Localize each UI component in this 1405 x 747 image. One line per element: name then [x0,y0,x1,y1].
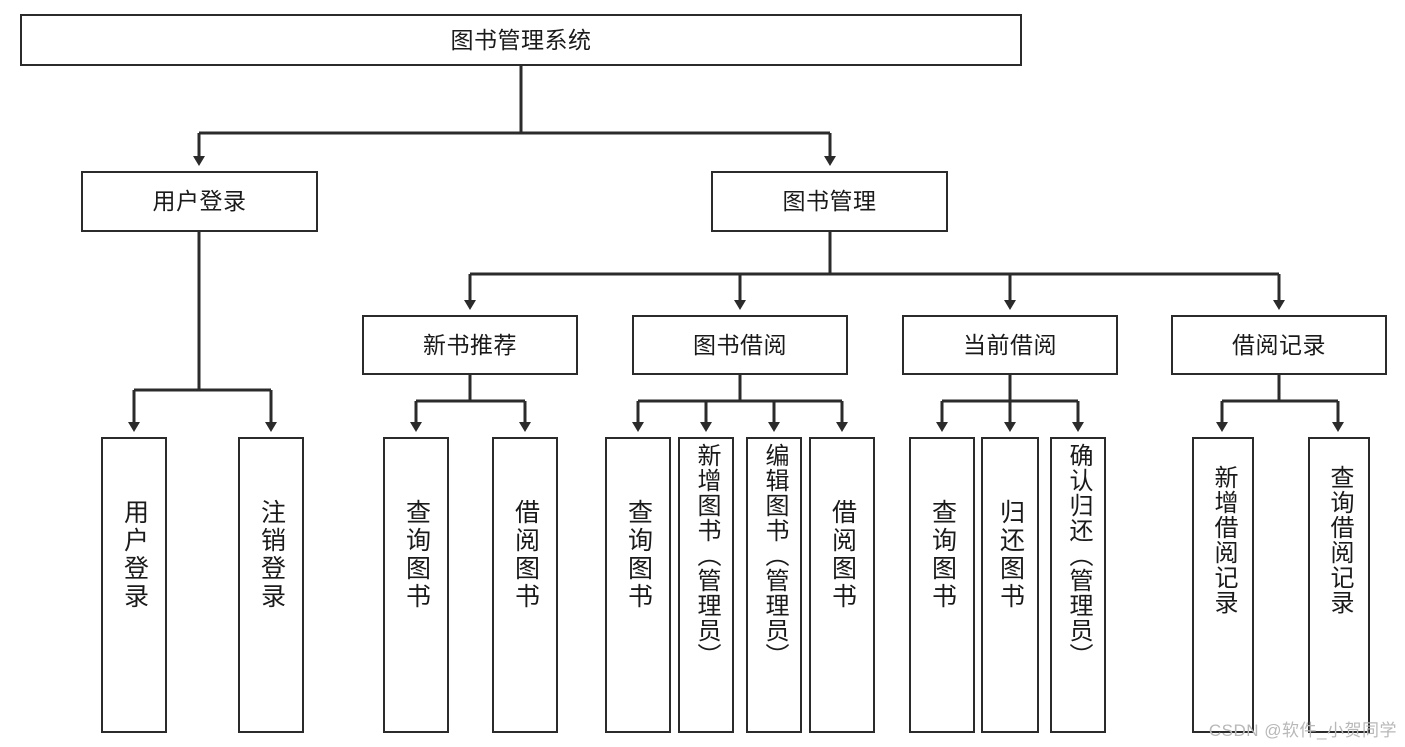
node-book-management[interactable]: 图书管理 [711,171,948,232]
node-label: 新增借阅记录 [1210,465,1237,615]
node-label: 查询图书 [928,499,957,611]
node-label: 图书借阅 [693,331,787,358]
node-label: 借阅图书 [828,499,857,611]
leaf-user-login-logout[interactable]: 注销登录 [238,437,304,733]
leaf-book-borrow-add-admin[interactable]: 新增图书（管理员） [678,437,734,733]
node-label: 查询图书 [624,499,653,611]
watermark: CSDN @软件_小贺同学 [1208,721,1397,740]
leaf-current-borrow-confirm-admin[interactable]: 确认归还（管理员） [1050,437,1106,733]
node-label: 编辑图书（管理员） [761,443,788,668]
node-label: 图书管理 [782,188,877,215]
node-book-borrow[interactable]: 图书借阅 [632,315,848,375]
leaf-borrow-record-query[interactable]: 查询借阅记录 [1308,437,1370,733]
node-new-book-recommend[interactable]: 新书推荐 [362,315,578,375]
node-label: 归还图书 [996,499,1025,611]
leaf-user-login-login[interactable]: 用户登录 [101,437,167,733]
node-label: 新书推荐 [423,331,517,358]
node-label: 新增图书（管理员） [693,443,720,668]
leaf-book-borrow-query[interactable]: 查询图书 [605,437,671,733]
node-label: 当前借阅 [963,331,1057,358]
leaf-new-book-borrow[interactable]: 借阅图书 [492,437,558,733]
node-user-login[interactable]: 用户登录 [81,171,318,232]
leaf-book-borrow-edit-admin[interactable]: 编辑图书（管理员） [746,437,802,733]
node-current-borrow[interactable]: 当前借阅 [902,315,1118,375]
node-label: 用户登录 [120,499,149,611]
leaf-current-borrow-query[interactable]: 查询图书 [909,437,975,733]
node-label: 注销登录 [257,499,286,611]
leaf-borrow-record-add[interactable]: 新增借阅记录 [1192,437,1254,733]
node-label: 图书管理系统 [450,26,592,53]
leaf-new-book-query[interactable]: 查询图书 [383,437,449,733]
node-label: 查询图书 [402,499,431,611]
node-root-book-management-system[interactable]: 图书管理系统 [20,14,1022,66]
leaf-current-borrow-return[interactable]: 归还图书 [981,437,1039,733]
node-label: 借阅图书 [511,499,540,611]
node-label: 确认归还（管理员） [1065,443,1092,668]
node-label: 用户登录 [152,188,247,215]
node-label: 查询借阅记录 [1326,465,1353,615]
leaf-book-borrow-borrow[interactable]: 借阅图书 [809,437,875,733]
node-label: 借阅记录 [1232,331,1326,358]
node-borrow-record[interactable]: 借阅记录 [1171,315,1387,375]
